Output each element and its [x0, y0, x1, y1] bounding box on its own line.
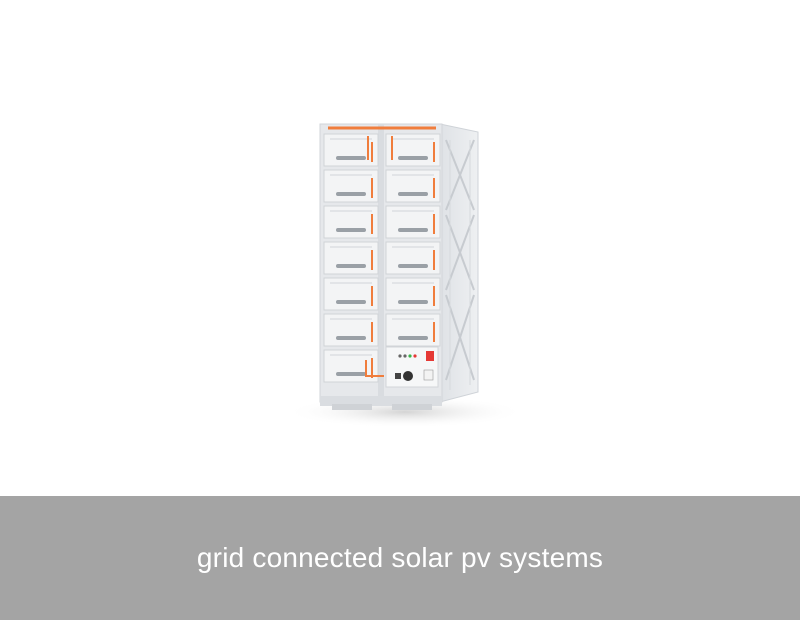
- battery-module-left-2: [323, 169, 379, 203]
- side-frame: [439, 123, 479, 403]
- battery-module-right-3: [385, 205, 441, 239]
- battery-module-left-1: [323, 133, 379, 167]
- battery-module-left-3: [323, 205, 379, 239]
- battery-module-left-5: [323, 277, 379, 311]
- product-photo: [285, 123, 525, 428]
- battery-module-right-2: [385, 169, 441, 203]
- battery-module-left-4: [323, 241, 379, 275]
- battery-module-left-6: [323, 313, 379, 347]
- rack-base: [320, 396, 442, 406]
- battery-module-right-6: [385, 313, 441, 347]
- control-panel: [385, 346, 439, 388]
- battery-module-left-7: [323, 349, 379, 383]
- battery-module-right-1: [385, 133, 441, 167]
- battery-modules: [323, 133, 441, 383]
- battery-module-right-5: [385, 277, 441, 311]
- battery-module-right-4: [385, 241, 441, 275]
- caption-bar: grid connected solar pv systems: [0, 496, 800, 620]
- battery-rack-icon: [285, 123, 525, 428]
- caption-text: grid connected solar pv systems: [196, 542, 604, 573]
